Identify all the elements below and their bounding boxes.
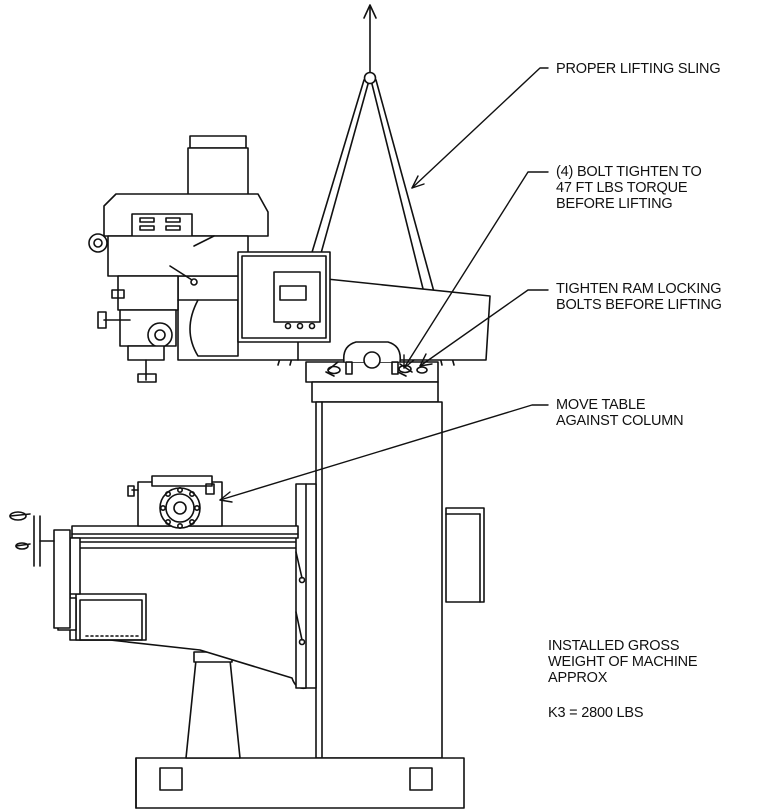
motor-cap (189, 135, 247, 149)
weight-value: K3 = 2800 LBS (548, 705, 644, 721)
speed-handwheel-icon (88, 233, 108, 253)
table (9, 511, 299, 629)
callout-line: AGAINST COLUMN (556, 413, 684, 429)
base-pocket-right (409, 767, 433, 791)
control-panel (273, 271, 321, 323)
leader-table (219, 404, 549, 501)
ram-adapter-box (237, 251, 331, 343)
table-fixture (127, 475, 223, 529)
lift-ring (363, 71, 377, 85)
leader-lines (219, 67, 549, 503)
callout-line: WEIGHT OF MACHINE (548, 654, 698, 670)
base-pocket-left (159, 767, 183, 791)
callout-line: APPROX (548, 670, 608, 686)
callout-line: 47 FT LBS TORQUE (556, 180, 688, 196)
column (311, 381, 485, 759)
leader-sling (411, 67, 549, 189)
knee-lock-lower (295, 611, 303, 641)
callout-line: (4) BOLT TIGHTEN TO (556, 164, 702, 180)
column-side-window (445, 507, 485, 603)
callout-line: BOLTS BEFORE LIFTING (556, 297, 722, 313)
callout-line: MOVE TABLE (556, 397, 646, 413)
callout-lifting-sling: PROPER LIFTING SLING (556, 61, 721, 77)
knee (57, 483, 317, 690)
callout-bolt-torque: (4) BOLT TIGHTEN TO 47 FT LBS TORQUE BEF… (556, 164, 702, 212)
callout-line: BEFORE LIFTING (556, 196, 673, 212)
callout-line: TIGHTEN RAM LOCKING (556, 281, 722, 297)
milling-head (88, 135, 269, 383)
callout-move-table: MOVE TABLE AGAINST COLUMN (556, 397, 684, 429)
quill-feed-wheel-icon (147, 322, 173, 348)
lift-arrow-icon (363, 4, 377, 19)
elevating-screw-housing (185, 659, 241, 759)
callout-gross-weight: INSTALLED GROSS WEIGHT OF MACHINE APPROX (548, 638, 698, 686)
leader-ram (419, 289, 549, 367)
callout-line: PROPER LIFTING SLING (556, 61, 721, 77)
callout-ram-locking: TIGHTEN RAM LOCKING BOLTS BEFORE LIFTING (556, 281, 722, 313)
callout-line: INSTALLED GROSS (548, 638, 680, 654)
leader-bolt (403, 171, 549, 369)
base (135, 651, 465, 809)
knee-lock-upper (295, 551, 303, 579)
callout-k3-weight: K3 = 2800 LBS (548, 705, 644, 721)
